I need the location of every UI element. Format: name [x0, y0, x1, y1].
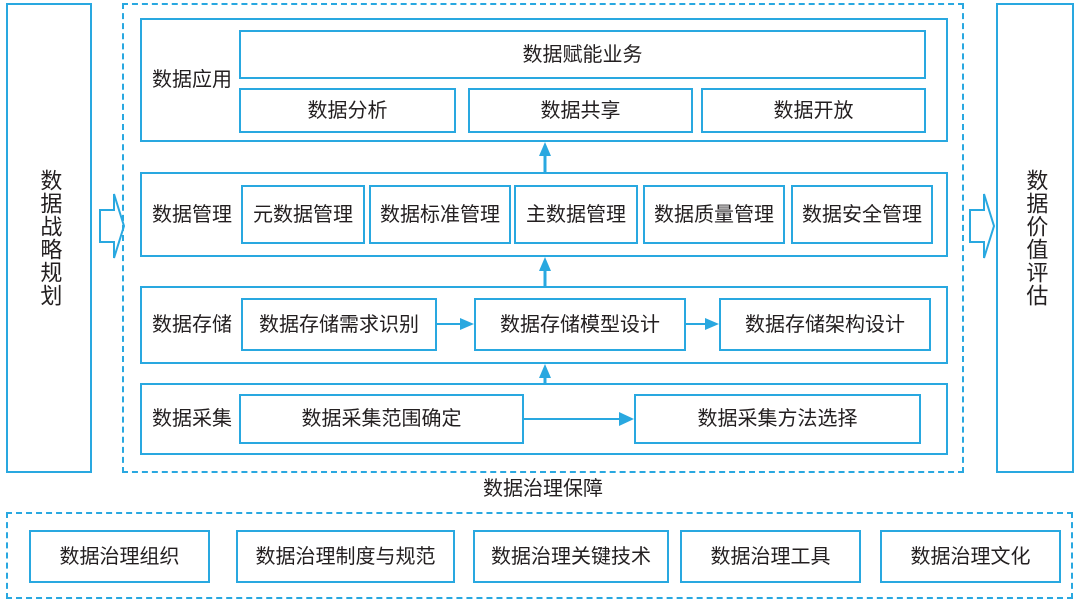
left-block-arrow-icon: [99, 193, 126, 259]
application-top-box[interactable]: 数据赋能业务: [239, 30, 926, 79]
storage-item-1[interactable]: 数据存储模型设计: [474, 298, 686, 351]
layer-management-label: 数据管理: [152, 203, 232, 226]
storage-item-0[interactable]: 数据存储需求识别: [241, 298, 437, 351]
governance-item-1[interactable]: 数据治理制度与规范: [236, 530, 455, 583]
management-item-2[interactable]: 主数据管理: [514, 185, 638, 244]
management-item-4[interactable]: 数据安全管理: [791, 185, 933, 244]
governance-item-2[interactable]: 数据治理关键技术: [473, 530, 669, 583]
right-pillar-box: [996, 3, 1074, 473]
application-item-0[interactable]: 数据分析: [239, 88, 456, 133]
arrow-storage-to-management-icon: [539, 257, 551, 287]
collection-item-0[interactable]: 数据采集范围确定: [239, 394, 524, 444]
arrow-management-to-application-icon: [539, 142, 551, 172]
storage-item-2[interactable]: 数据存储架构设计: [719, 298, 931, 351]
layer-collection-label: 数据采集: [152, 408, 232, 430]
arrow-storage-1-to-2-icon: [686, 318, 719, 330]
governance-item-4[interactable]: 数据治理文化: [880, 530, 1061, 583]
governance-dashed-frame: [6, 512, 1073, 599]
management-item-0[interactable]: 元数据管理: [241, 185, 365, 244]
management-item-1[interactable]: 数据标准管理: [369, 185, 511, 244]
layer-application-label: 数据应用: [152, 69, 232, 91]
management-item-3[interactable]: 数据质量管理: [643, 185, 785, 244]
arrow-storage-0-to-1-icon: [437, 318, 474, 330]
governance-caption: 数据治理保障: [483, 478, 603, 500]
arrow-collection-0-to-1-icon: [524, 412, 634, 426]
left-pillar-box: [6, 3, 92, 473]
governance-item-3[interactable]: 数据治理工具: [680, 530, 861, 583]
right-pillar-label: 数据价值评估: [1023, 169, 1049, 307]
governance-item-0[interactable]: 数据治理组织: [29, 530, 210, 583]
left-pillar-label: 数据战略规划: [37, 169, 63, 307]
application-item-2[interactable]: 数据开放: [701, 88, 926, 133]
collection-item-1[interactable]: 数据采集方法选择: [634, 394, 921, 444]
right-block-arrow-icon: [969, 193, 996, 259]
layer-storage-label: 数据存储: [152, 314, 232, 336]
application-item-1[interactable]: 数据共享: [468, 88, 693, 133]
core-framework-dashed-frame: [122, 3, 964, 473]
